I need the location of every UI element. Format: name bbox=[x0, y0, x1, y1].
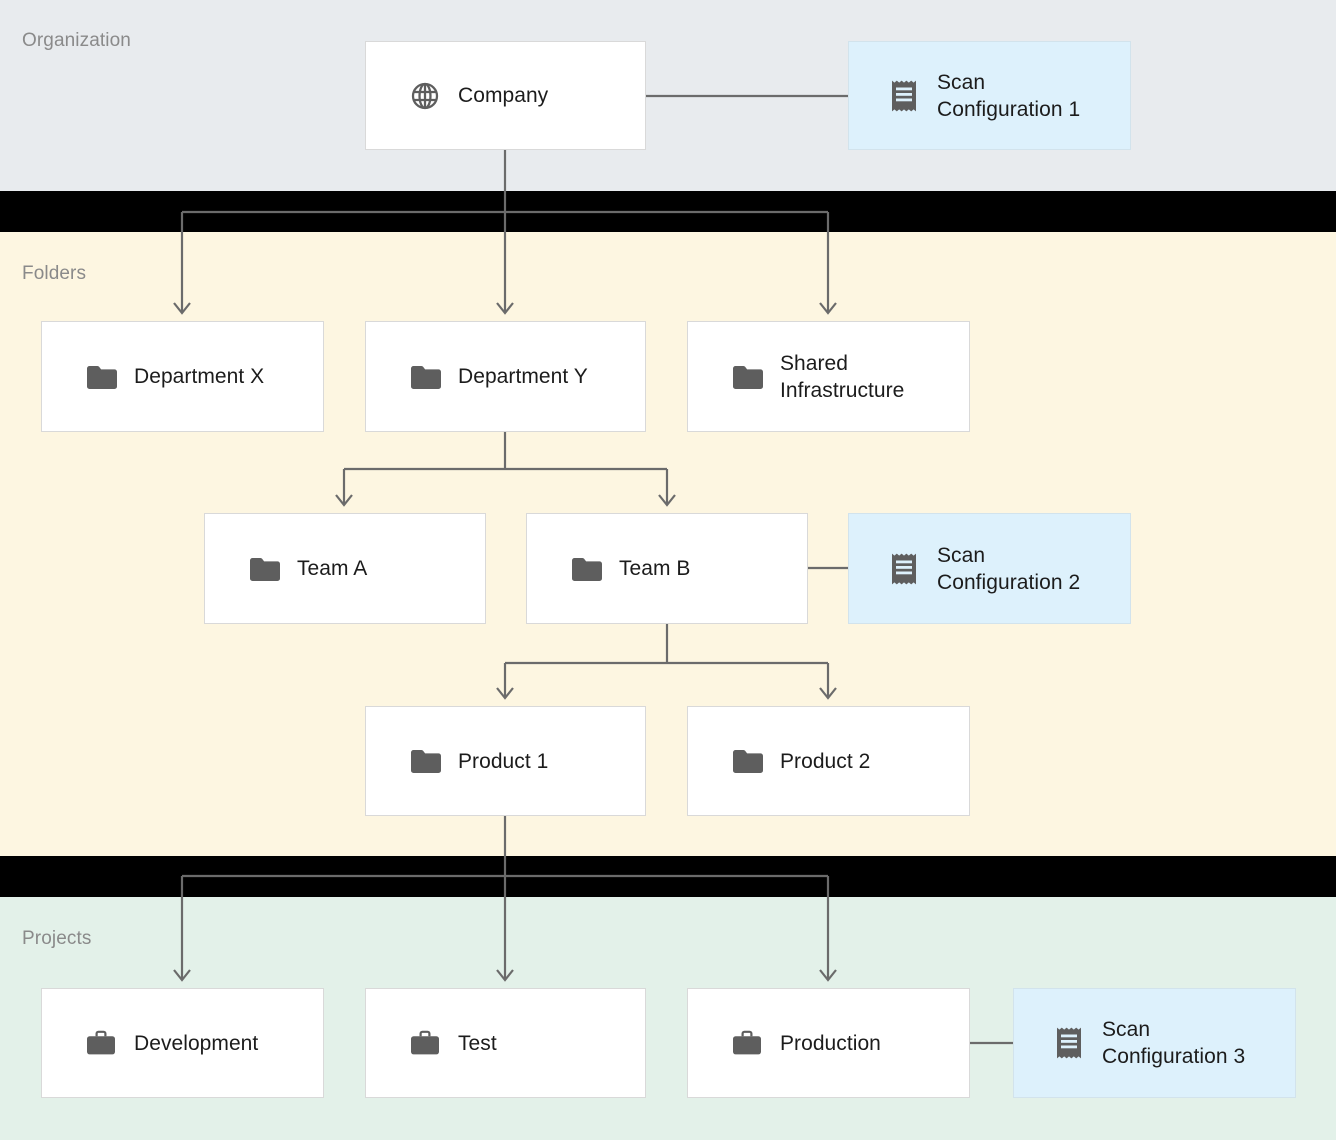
receipt-icon bbox=[887, 552, 921, 586]
band-label-folders: Folders bbox=[22, 263, 87, 284]
node-label: Company bbox=[458, 84, 549, 107]
node-scan-configuration-1[interactable]: Scan Configuration 1 bbox=[848, 41, 1131, 150]
folder-icon bbox=[84, 360, 118, 394]
node-label: Team B bbox=[619, 557, 691, 580]
node-label: Department X bbox=[134, 365, 265, 388]
briefcase-icon bbox=[730, 1026, 764, 1060]
folder-icon bbox=[247, 552, 281, 586]
node-label: Department Y bbox=[458, 365, 588, 388]
receipt-icon bbox=[887, 79, 921, 113]
node-team-a[interactable]: Team A bbox=[204, 513, 486, 624]
band-label-organization: Organization bbox=[22, 30, 131, 51]
node-label: Team A bbox=[297, 557, 368, 580]
node-label: Product 1 bbox=[458, 749, 549, 773]
node-scan-configuration-3[interactable]: Scan Configuration 3 bbox=[1013, 988, 1296, 1098]
globe-icon bbox=[408, 79, 442, 113]
node-product-2[interactable]: Product 2 bbox=[687, 706, 970, 816]
node-label: Scan Configuration 2 bbox=[937, 543, 1081, 594]
band-label-projects: Projects bbox=[22, 928, 92, 949]
folder-icon bbox=[730, 360, 764, 394]
node-scan-configuration-2[interactable]: Scan Configuration 2 bbox=[848, 513, 1131, 624]
folder-icon bbox=[408, 744, 442, 778]
node-company[interactable]: Company bbox=[365, 41, 646, 150]
node-label: Test bbox=[458, 1031, 497, 1055]
briefcase-icon bbox=[408, 1026, 442, 1060]
receipt-icon bbox=[1052, 1026, 1086, 1060]
node-label: Scan Configuration 3 bbox=[1102, 1018, 1246, 1068]
node-label: Product 2 bbox=[780, 749, 871, 773]
folder-icon bbox=[569, 552, 603, 586]
node-label: Production bbox=[780, 1031, 881, 1055]
folder-icon bbox=[730, 744, 764, 778]
node-label: Shared Infrastructure bbox=[780, 351, 905, 402]
folder-icon bbox=[408, 360, 442, 394]
node-production[interactable]: Production bbox=[687, 988, 970, 1098]
briefcase-icon bbox=[84, 1026, 118, 1060]
node-label: Scan Configuration 1 bbox=[937, 70, 1081, 121]
node-test[interactable]: Test bbox=[365, 988, 646, 1098]
node-development[interactable]: Development bbox=[41, 988, 324, 1098]
node-department-x[interactable]: Department X bbox=[41, 321, 324, 432]
band-organization: Organization bbox=[0, 0, 1336, 191]
node-team-b[interactable]: Team B bbox=[526, 513, 808, 624]
node-shared-infrastructure[interactable]: Shared Infrastructure bbox=[687, 321, 970, 432]
node-product-1[interactable]: Product 1 bbox=[365, 706, 646, 816]
node-department-y[interactable]: Department Y bbox=[365, 321, 646, 432]
node-label: Development bbox=[134, 1031, 259, 1055]
